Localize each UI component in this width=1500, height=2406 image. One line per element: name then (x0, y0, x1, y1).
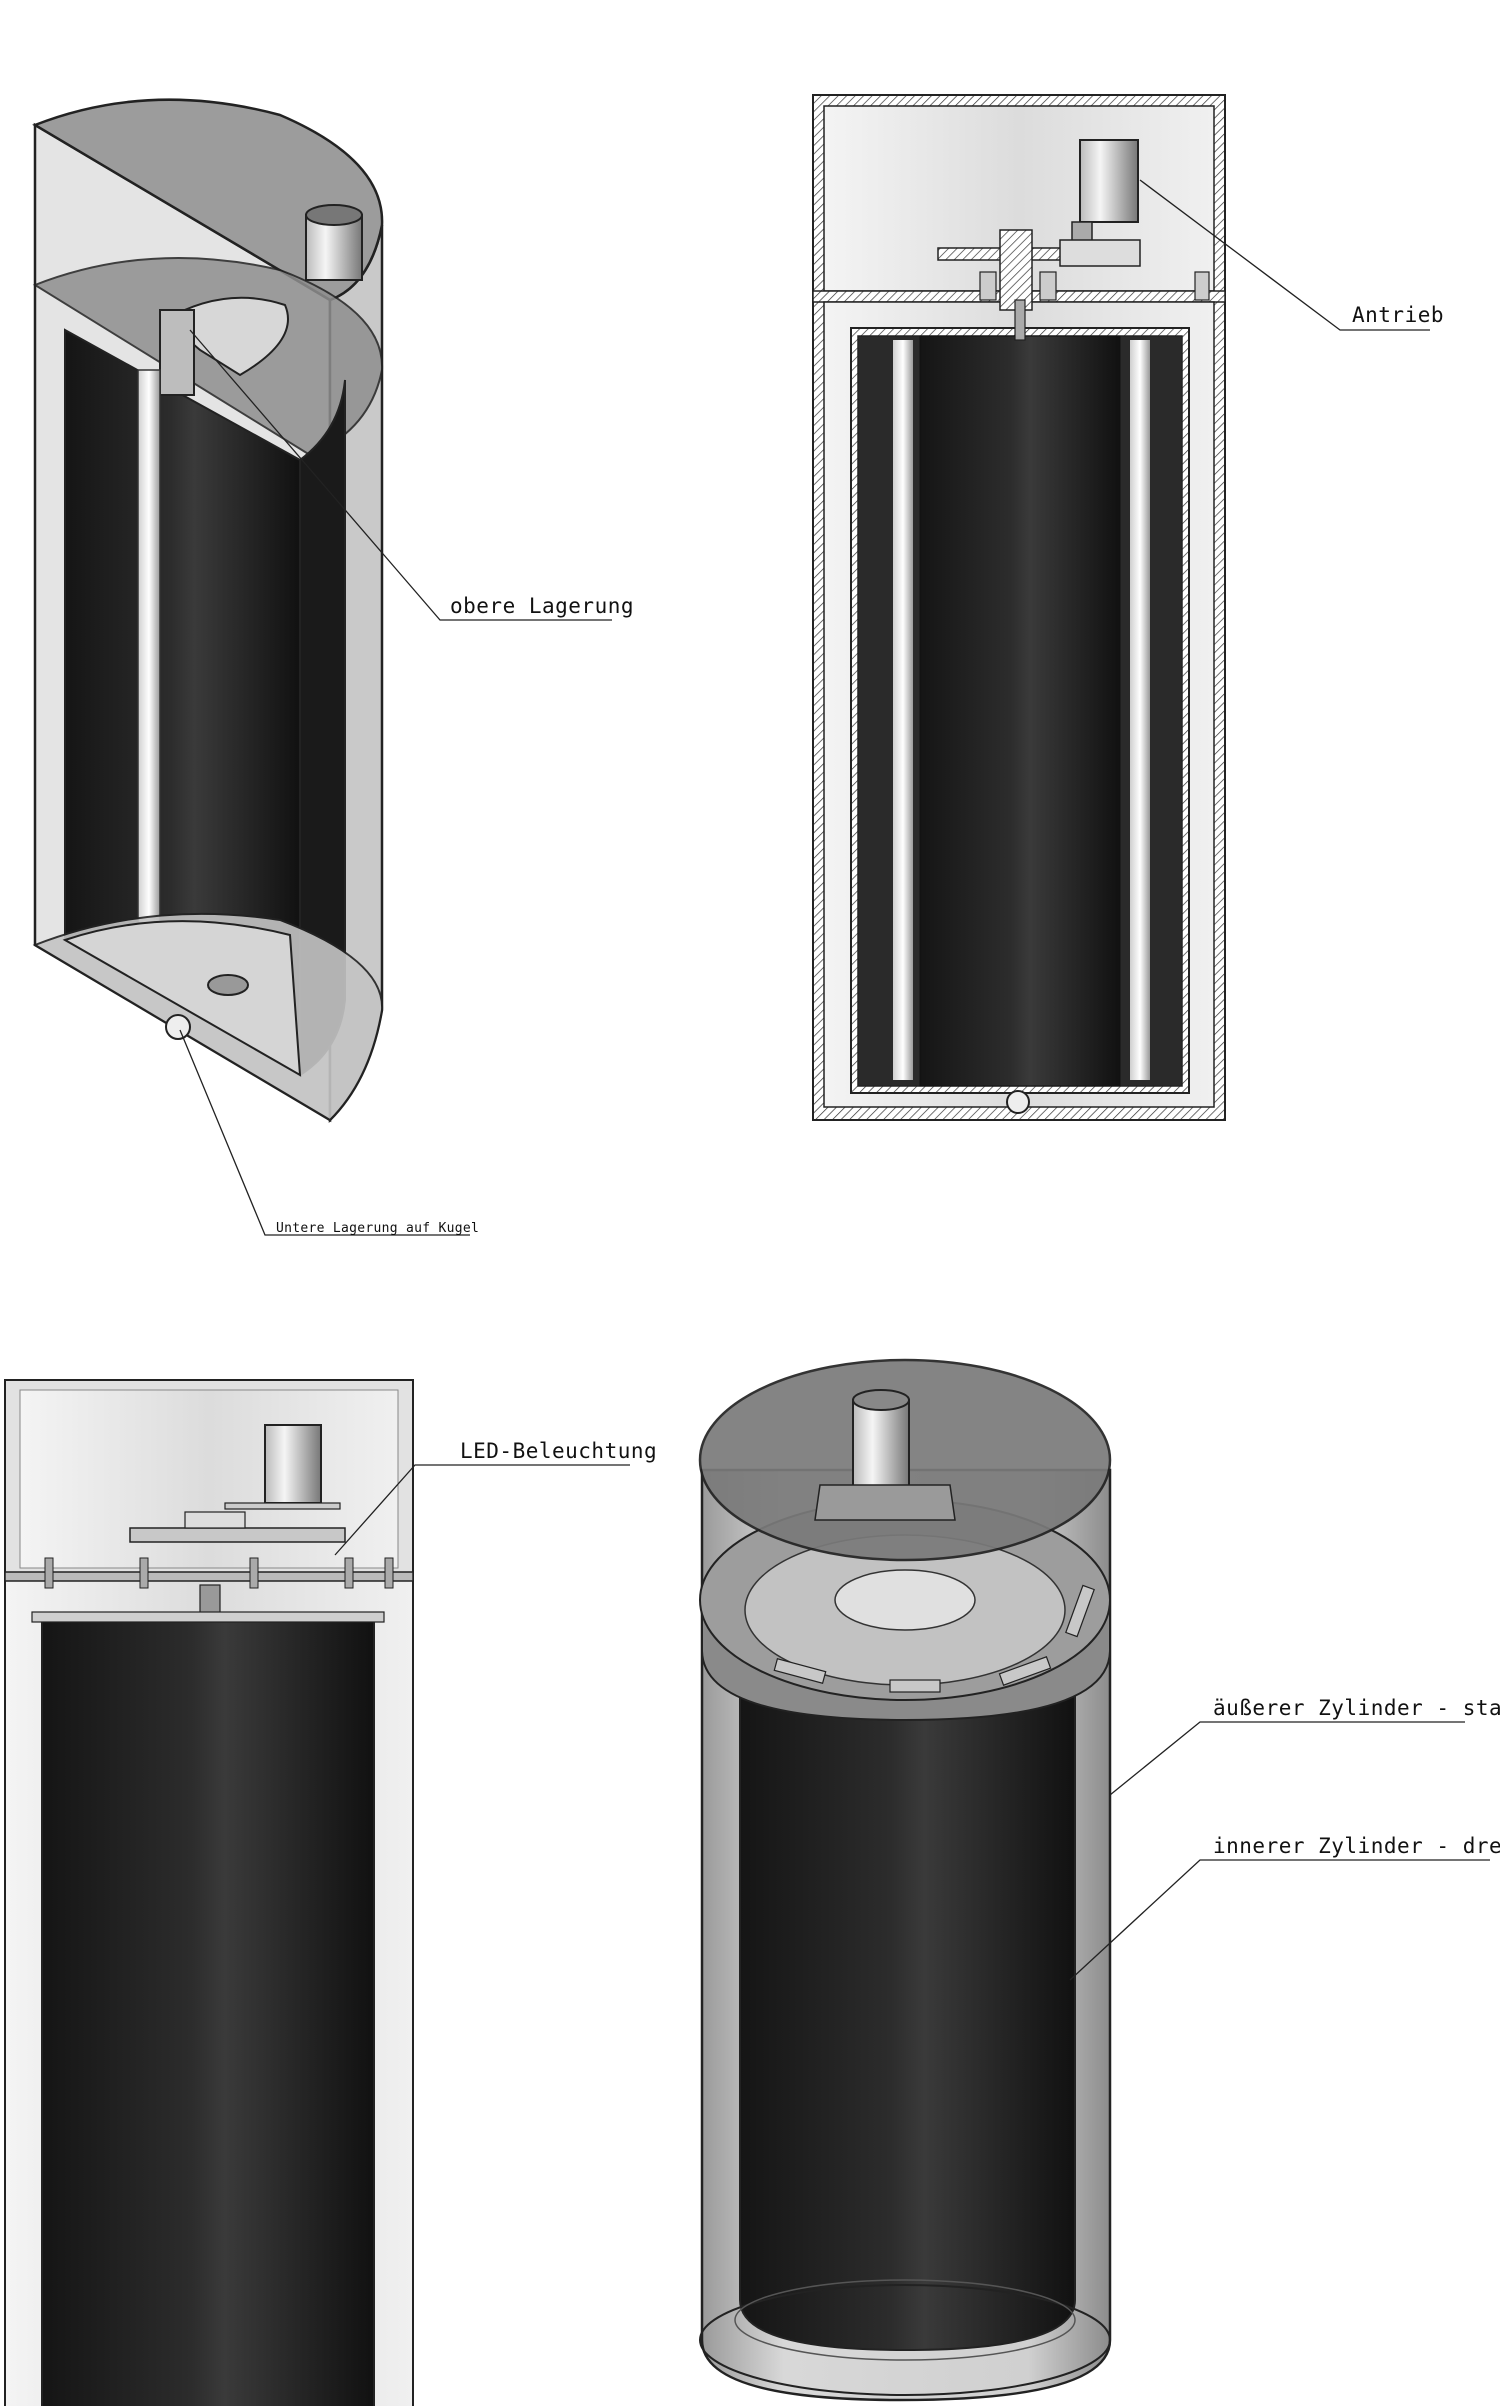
label-untere-lagerung: Untere Lagerung auf Kugel (276, 1221, 480, 1236)
label-aeusserer-zylinder: äußerer Zylinder - starr (1213, 1696, 1500, 1720)
label-antrieb: Antrieb (1352, 303, 1445, 327)
label-led-beleuchtung: LED-Beleuchtung (460, 1439, 658, 1463)
view-perspective (698, 1358, 1490, 2402)
label-obere-lagerung: obere Lagerung (450, 594, 635, 618)
view-front (4, 1379, 630, 2406)
label-innerer-zylinder: innerer Zylinder - drehbar (1213, 1834, 1500, 1858)
view-cutaway-iso (32, 98, 612, 1236)
view-section (812, 94, 1430, 1121)
